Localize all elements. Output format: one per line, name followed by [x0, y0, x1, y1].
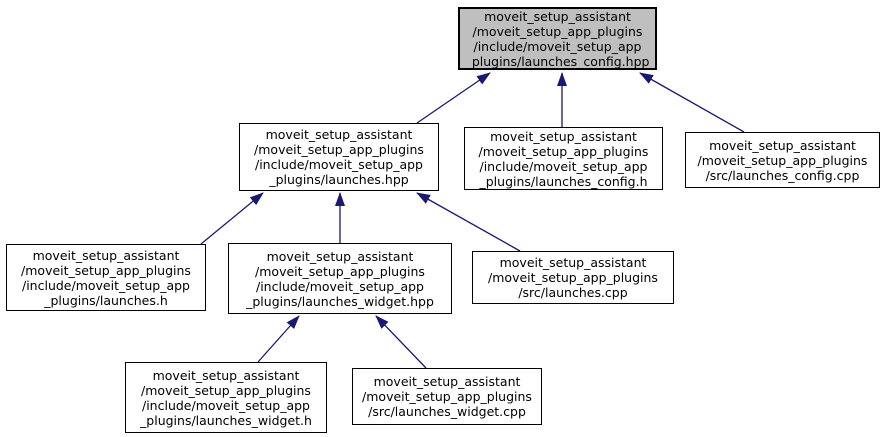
edge-launches-cpp-to-launches-hpp: [416, 192, 521, 252]
graph-node-launches-widget-h[interactable]: moveit_setup_assistant /moveit_setup_app…: [125, 362, 327, 433]
graph-node-launches-config-h[interactable]: moveit_setup_assistant /moveit_setup_app…: [464, 127, 663, 190]
edge-launches-widget-cpp-to-launches-widget-hpp: [375, 315, 427, 369]
node-label-line: /moveit_setup_app_plugins: [141, 382, 311, 398]
node-label-line: moveit_setup_assistant: [266, 248, 414, 264]
node-label-line: /include/moveit_setup_app: [473, 38, 642, 54]
edge-launches-h-to-launches-hpp: [200, 192, 264, 245]
graph-node-launches-h[interactable]: moveit_setup_assistant /moveit_setup_app…: [6, 244, 206, 311]
node-label-line: /src/launches_config.cpp: [705, 167, 860, 183]
node-label-line: moveit_setup_assistant: [499, 255, 647, 270]
node-label-line: /include/moveit_setup_app: [22, 277, 190, 293]
node-label-line: /src/launches.cpp: [518, 285, 628, 300]
node-label-line: _plugins/launches_config.hpp: [465, 53, 650, 69]
node-label-line: /moveit_setup_app_plugins: [472, 23, 643, 39]
node-label-line: /include/moveit_setup_app: [479, 158, 648, 174]
node-label-line: _plugins/launches.hpp: [269, 172, 409, 187]
node-label-line: /moveit_setup_app_plugins: [362, 389, 532, 404]
node-label-line: /src/launches_widget.cpp: [368, 404, 526, 419]
node-label-line: /include/moveit_setup_app: [255, 157, 423, 172]
node-label-line: moveit_setup_assistant: [490, 128, 637, 144]
node-label-line: /moveit_setup_app_plugins: [478, 143, 649, 159]
edge-launches-config-cpp-to-launches-config-hpp: [639, 72, 745, 133]
node-label-line: moveit_setup_assistant: [152, 367, 300, 383]
node-label-line: /moveit_setup_app_plugins: [254, 142, 424, 157]
node-label-line: /moveit_setup_app_plugins: [697, 152, 868, 168]
node-label-line: moveit_setup_assistant: [484, 8, 631, 24]
node-label-line: /moveit_setup_app_plugins: [21, 262, 191, 278]
graph-node-launches-config-cpp[interactable]: moveit_setup_assistant /moveit_setup_app…: [685, 132, 880, 188]
node-label-line: /include/moveit_setup_app: [142, 397, 310, 413]
graph-node-launches-widget-cpp[interactable]: moveit_setup_assistant /moveit_setup_app…: [352, 368, 542, 425]
node-label-line: _plugins/launches_widget.hpp: [246, 293, 434, 309]
node-label-line: moveit_setup_assistant: [709, 137, 856, 153]
graph-node-launches-widget-hpp[interactable]: moveit_setup_assistant /moveit_setup_app…: [228, 243, 452, 314]
node-label-line: /moveit_setup_app_plugins: [255, 263, 425, 279]
node-label-line: /moveit_setup_app_plugins: [488, 270, 658, 285]
graph-node-launches-config-hpp[interactable]: moveit_setup_assistant /moveit_setup_app…: [458, 7, 657, 70]
node-label-line: moveit_setup_assistant: [32, 247, 180, 263]
edge-launches-hpp-to-launches-config-hpp: [416, 72, 491, 124]
graph-node-launches-hpp[interactable]: moveit_setup_assistant /moveit_setup_app…: [239, 123, 439, 191]
edge-launches-widget-h-to-launches-widget-hpp: [257, 315, 300, 363]
node-label-line: moveit_setup_assistant: [373, 374, 521, 389]
node-label-line: moveit_setup_assistant: [265, 127, 413, 142]
node-label-line: /include/moveit_setup_app: [256, 278, 424, 294]
node-label-line: _plugins/launches_config.h: [479, 173, 648, 189]
node-label-line: _plugins/launches_widget.h: [140, 412, 312, 428]
graph-node-launches-cpp[interactable]: moveit_setup_assistant /moveit_setup_app…: [472, 251, 674, 304]
node-label-line: _plugins/launches.h: [44, 292, 168, 308]
